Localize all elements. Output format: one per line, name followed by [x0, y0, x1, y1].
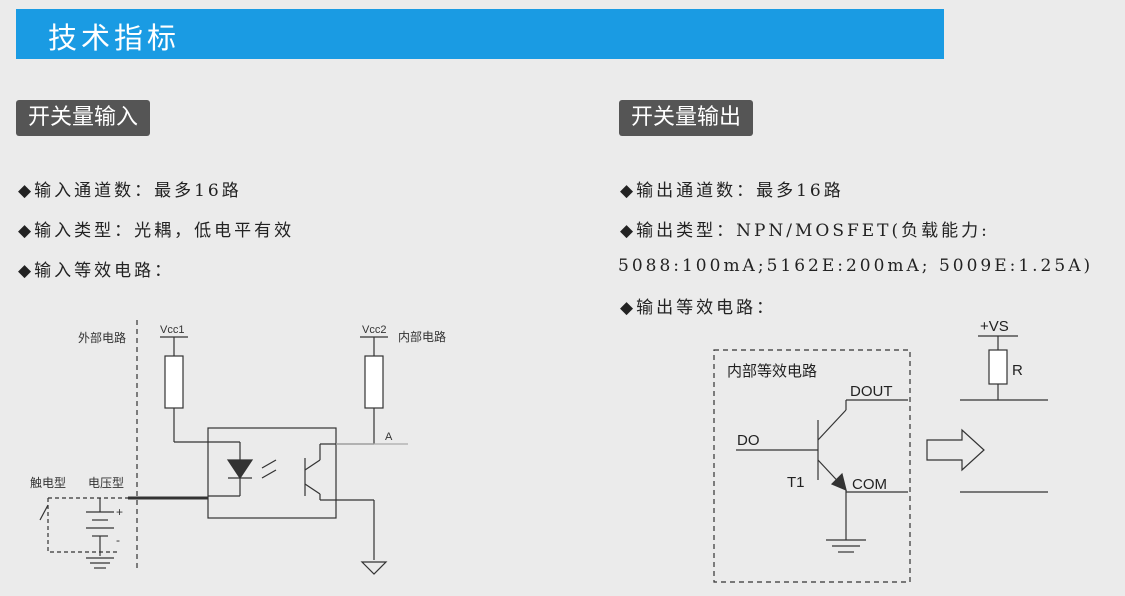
section-header-bar: 技术指标 [16, 9, 944, 59]
input-section-tag: 开关量输入 [16, 100, 151, 136]
output-load-line: 5088:100mA;5162E:200mA; 5009E:1.25A) [618, 256, 1094, 276]
com-label: COM [852, 476, 887, 493]
input-type-line: ◆输入类型：光耦，低电平有效 [18, 221, 295, 241]
do-label: DO [737, 432, 760, 449]
vcc1-label: Vcc1 [160, 324, 184, 336]
plus-label: + [116, 505, 123, 519]
output-circuit-diagram: 内部等效电路 DOUT DO T1 COM +VS R [713, 318, 1048, 583]
input-channels-line: ◆输入通道数：最多16路 [18, 181, 242, 201]
touch-type-label: 触电型 [30, 476, 66, 490]
input-circuit-diagram: 外部电路 Vcc1 Vcc2 内部电路 A 触电型 电压型 + - [30, 320, 446, 575]
output-circuit-line: ◆输出等效电路： [620, 298, 777, 318]
minus-label: - [116, 533, 120, 547]
input-circuit-line: ◆输入等效电路： [18, 261, 175, 281]
vs-label: +VS [980, 318, 1009, 335]
r-label: R [1012, 362, 1023, 379]
output-section-tag: 开关量输出 [619, 100, 754, 136]
node-a-label: A [385, 431, 393, 443]
output-channels-line: ◆输出通道数：最多16路 [620, 181, 844, 201]
t1-label: T1 [787, 474, 805, 491]
dout-label: DOUT [850, 383, 893, 400]
vcc2-label: Vcc2 [362, 324, 386, 336]
voltage-type-label: 电压型 [88, 476, 124, 490]
page-title: 技术指标 [48, 21, 181, 55]
external-circuit-label: 外部电路 [78, 330, 126, 345]
internal-equivalent-label: 内部等效电路 [727, 362, 817, 380]
internal-circuit-label: 内部电路 [398, 329, 446, 344]
output-type-line: ◆输出类型：NPN/MOSFET(负载能力: [620, 221, 990, 241]
